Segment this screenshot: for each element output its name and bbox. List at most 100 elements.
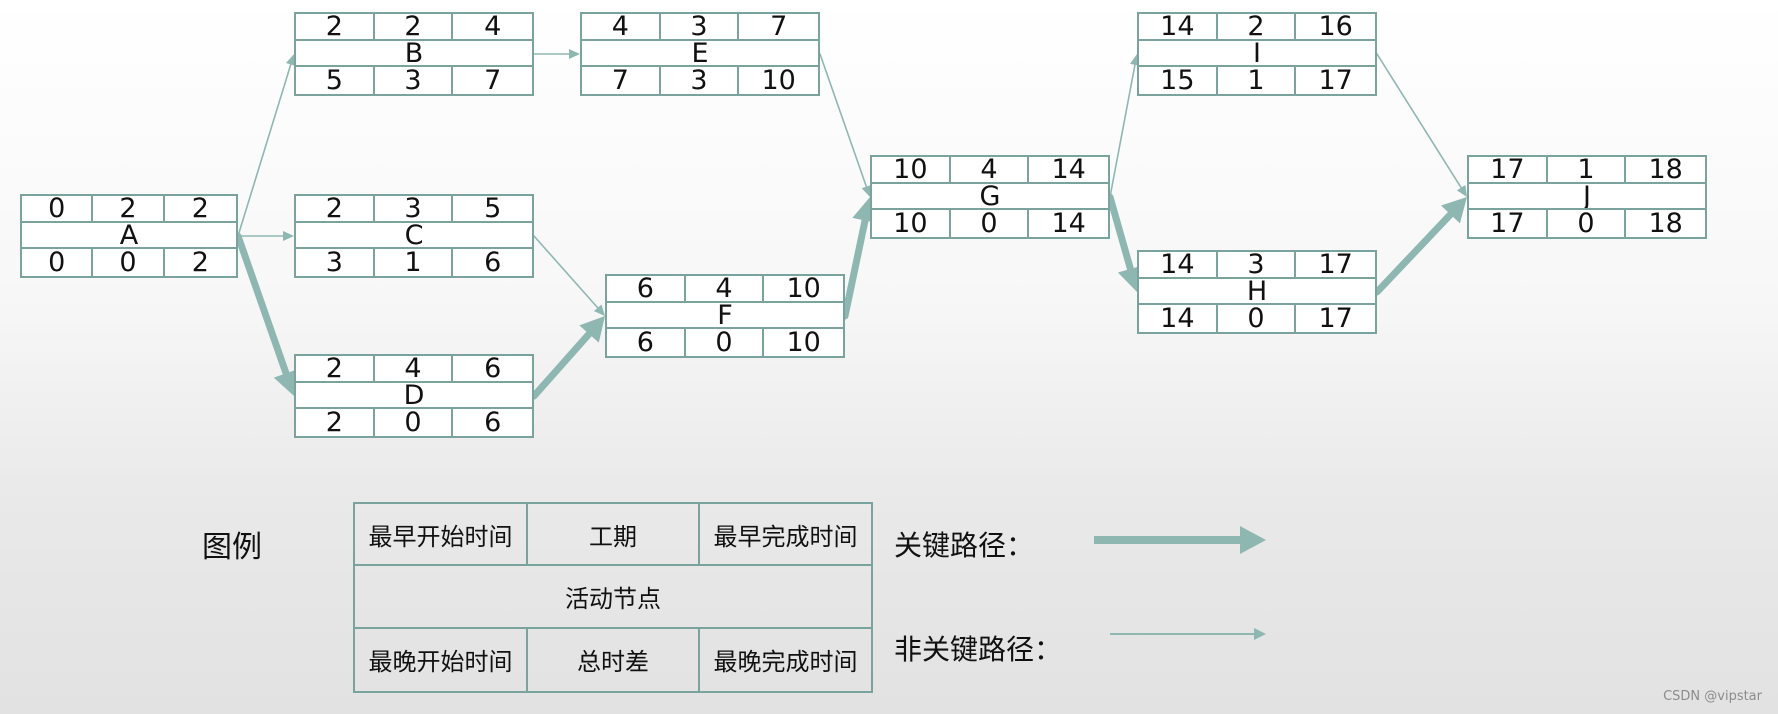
node-late-finish: 7 [484,67,502,94]
node-late-finish: 14 [1051,210,1086,237]
node-duration: 4 [374,356,454,383]
node-total-float: 1 [1218,67,1297,94]
legend-critical-arrow [1094,526,1266,554]
node-activity-name: J [1469,184,1705,211]
node-duration: 2 [1217,14,1297,41]
node-activity-name: C [296,223,532,250]
node-total-float: 0 [686,329,765,356]
node-early-finish: 7 [739,14,818,41]
edge-d-f-critical [530,316,605,400]
node-duration: 3 [1217,252,1297,279]
node-early-start: 2 [296,14,375,41]
edge-a-c [237,231,294,241]
edge-e-g [819,53,872,197]
node-late-finish: 18 [1648,210,1683,237]
node-activity-name: F [607,303,843,330]
node-total-float: 3 [375,67,454,94]
node-late-start: 0 [22,249,94,276]
legend-late-start: 最晚开始时间 [355,628,528,691]
node-late-finish: 6 [484,409,502,436]
node-total-float: 0 [951,210,1030,237]
node-total-float: 0 [1218,305,1297,332]
node-late-start: 17 [1469,210,1548,237]
node-activity-name: G [872,184,1108,211]
node-duration: 3 [374,196,454,223]
node-duration: 3 [660,14,740,41]
node-early-start: 2 [296,196,375,223]
node-total-float: 0 [1548,210,1627,237]
node-duration: 1 [1547,157,1627,184]
legend-noncritical-arrow [1110,628,1266,640]
node-duration: 4 [685,276,765,303]
node-early-finish: 16 [1296,14,1375,41]
node-late-finish: 17 [1318,305,1353,332]
node-late-start: 3 [296,249,375,276]
node-late-finish: 6 [484,249,502,276]
node-late-start: 5 [296,67,375,94]
node-late-start: 15 [1139,67,1218,94]
node-activity-name: I [1139,41,1375,68]
edge-b-e [533,49,580,59]
legend-critical-label: 关键路径： [894,529,1035,562]
watermark: CSDN @vipstar [1663,689,1762,704]
legend-activity-node: 活动节点 [355,566,871,629]
node-early-start: 10 [872,157,951,184]
edge-g-i [1109,54,1140,198]
node-total-float: 3 [661,67,740,94]
node-early-start: 2 [296,356,375,383]
node-early-finish: 14 [1029,157,1108,184]
node-activity-name: B [296,41,532,68]
edge-h-j-critical [1373,197,1467,296]
node-early-finish: 18 [1626,157,1705,184]
node-late-finish: 2 [191,249,209,276]
node-early-finish: 6 [453,356,532,383]
node-early-finish: 4 [453,14,532,41]
node-late-start: 2 [296,409,375,436]
node-activity-name: D [296,383,532,410]
node-activity-name: E [582,41,818,68]
node-total-float: 0 [93,249,165,276]
legend-noncritical-label: 非关键路径： [894,633,1063,666]
node-duration: 4 [950,157,1030,184]
edge-a-d-critical [234,232,299,396]
node-activity-name: A [22,223,236,250]
legend-duration: 工期 [528,504,700,567]
legend-early-start: 最早开始时间 [355,504,528,567]
node-duration: 2 [93,196,165,223]
node-activity-name: H [1139,279,1375,306]
legend-total-float: 总时差 [528,628,700,691]
legend-early-finish: 最早完成时间 [700,504,871,567]
legend-late-finish: 最晚完成时间 [713,648,858,677]
edge-c-f [533,235,605,316]
node-late-start: 14 [1139,305,1218,332]
node-late-finish: 10 [761,67,796,94]
node-early-start: 6 [607,276,686,303]
node-early-start: 14 [1139,14,1218,41]
node-late-finish: 10 [786,329,821,356]
node-late-start: 6 [607,329,686,356]
node-late-start: 7 [582,67,661,94]
node-total-float: 1 [375,249,454,276]
node-early-start: 0 [22,196,94,223]
node-early-start: 14 [1139,252,1218,279]
edge-a-b [237,54,296,237]
node-duration: 2 [374,14,454,41]
node-early-finish: 17 [1296,252,1375,279]
edge-g-h-critical [1106,193,1143,292]
node-early-finish: 10 [764,276,843,303]
node-early-start: 17 [1469,157,1548,184]
node-early-finish: 2 [164,196,236,223]
node-late-finish: 17 [1318,67,1353,94]
node-early-start: 4 [582,14,661,41]
